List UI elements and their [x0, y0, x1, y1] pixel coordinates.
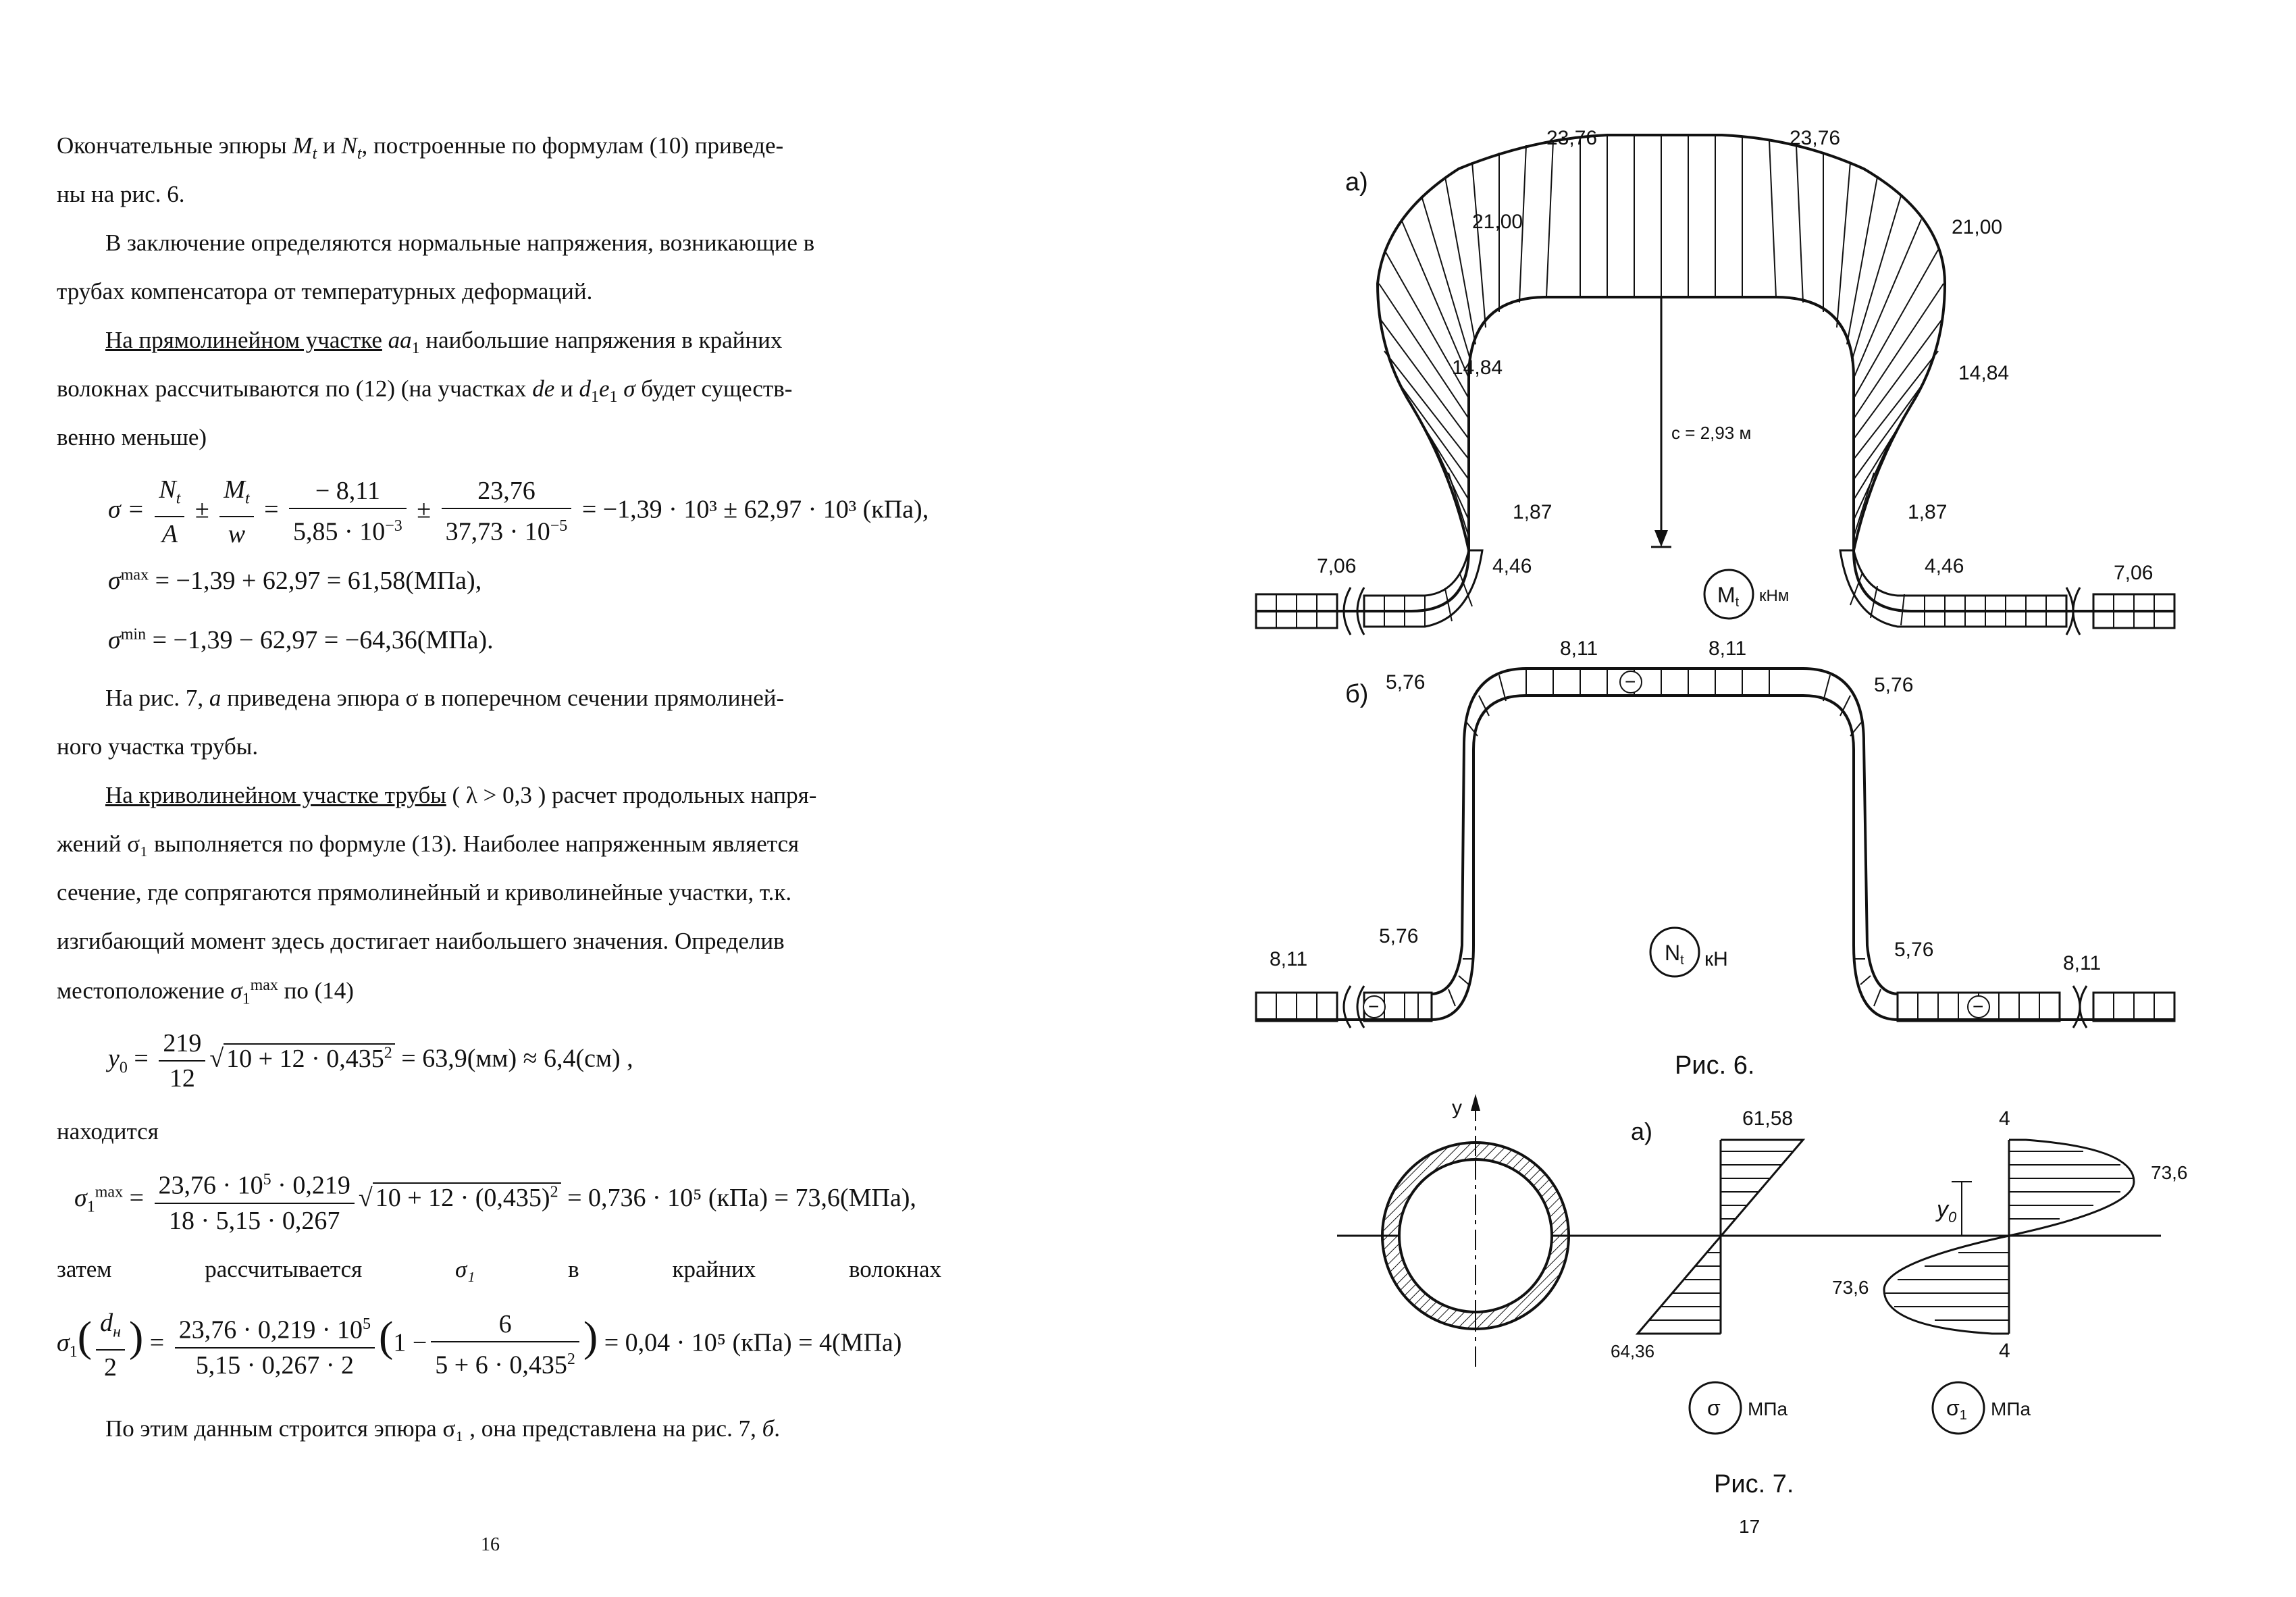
- svg-text:5,76: 5,76: [1874, 674, 1913, 696]
- svg-text:8,11: 8,11: [2063, 952, 2101, 974]
- c-dimension: c = 2,93 м: [1651, 297, 1751, 548]
- y0-label: y0: [1935, 1197, 1957, 1226]
- fig7-y-label: y: [1452, 1097, 1462, 1119]
- nt-unit: кН: [1704, 948, 1728, 970]
- svg-text:8,11: 8,11: [1708, 637, 1746, 660]
- label-a-fig7: а): [1631, 1118, 1652, 1145]
- pipe-cross-section: y: [1381, 1094, 1570, 1371]
- svg-text:61,58: 61,58: [1742, 1107, 1793, 1130]
- svg-text:21,00: 21,00: [1952, 216, 2002, 238]
- label-c: c = 2,93 м: [1671, 423, 1751, 443]
- nt-band: [1431, 667, 1898, 995]
- paragraph-3-line-3: венно меньше): [57, 424, 207, 450]
- svg-text:14,84: 14,84: [1452, 357, 1503, 379]
- mt-envelope: [1376, 134, 1947, 551]
- sigma-unit: МПа: [1748, 1398, 1788, 1419]
- svg-text:7,06: 7,06: [1317, 555, 1356, 577]
- svg-text:4: 4: [1999, 1340, 2010, 1362]
- mt-unit: кНм: [1759, 587, 1789, 605]
- svg-text:1,87: 1,87: [1908, 501, 1947, 523]
- svg-text:σ1: σ1: [1946, 1396, 1967, 1423]
- sigma1-diagram: y0 4 4 73,6 73,6: [1832, 1107, 2188, 1362]
- paragraph-1-line-2: ны на рис. 6.: [57, 181, 185, 207]
- paragraph-3-line-1: На прямолинейном участке aa1 наибольшие …: [105, 327, 783, 357]
- paragraph-5-line-2: жений σ₁ выполняется по формуле (13). На…: [57, 831, 800, 857]
- paragraph-4-line-2: ного участка трубы.: [57, 733, 259, 760]
- mt-badge: [1703, 569, 1754, 620]
- figures: а): [1255, 127, 2188, 1537]
- nt-minus-signs: − − −: [1363, 671, 1990, 1018]
- fig6-caption: Рис. 6.: [1675, 1051, 1754, 1080]
- sigma-diagram: 61,58 64,36: [1611, 1107, 1806, 1361]
- fig7: y а) 61,58 64,36: [1337, 1094, 2188, 1435]
- mt-pipe-axis: [1256, 296, 2174, 612]
- svg-text:23,76: 23,76: [1790, 127, 1840, 149]
- svg-text:5,76: 5,76: [1379, 925, 1418, 947]
- svg-text:1,87: 1,87: [1513, 501, 1552, 523]
- svg-text:Mt: Mt: [1717, 583, 1740, 610]
- svg-text:73,6: 73,6: [1832, 1277, 1869, 1298]
- nt-straight-runs: [1255, 985, 2176, 1028]
- svg-text:−: −: [1973, 996, 1983, 1017]
- diagram-mt: а): [1255, 127, 2176, 635]
- diagram-nt: б): [1255, 637, 2176, 1028]
- svg-text:5,76: 5,76: [1386, 671, 1425, 693]
- paragraph-5-line-3: сечение, где сопрягаются прямолинейный и…: [57, 879, 792, 906]
- formula-sigma-min: σmin = −1,39 − 62,97 = −64,36(МПа).: [108, 625, 494, 654]
- formula-sigma-max: σmax = −1,39 + 62,97 = 61,58(МПа),: [108, 566, 482, 595]
- svg-text:8,11: 8,11: [1560, 637, 1598, 660]
- nt-pipe-axis: [1256, 694, 2174, 1021]
- svg-text:4: 4: [1999, 1107, 2010, 1130]
- word-found: находится: [57, 1118, 159, 1145]
- paragraph-3-line-2: волокнах рассчитываются по (12) (на учас…: [57, 375, 793, 406]
- left-page: Окончательные эпюры Mt и Nt, построенные…: [0, 0, 1033, 1594]
- mt-straight-runs: [1255, 549, 2176, 635]
- right-page: а): [1229, 0, 2296, 1594]
- label-b-fig6: б): [1345, 680, 1368, 708]
- page-number-left: 16: [481, 1534, 500, 1555]
- sigma-badge: [1688, 1381, 1742, 1435]
- paragraph-5-line-5: местоположение σ1max по (14): [57, 976, 354, 1008]
- svg-text:4,46: 4,46: [1492, 555, 1532, 577]
- paragraph-4-line-1: На рис. 7, а приведена эпюра σ в попереч…: [105, 685, 785, 711]
- svg-text:−: −: [1368, 996, 1379, 1017]
- svg-text:23,76: 23,76: [1546, 127, 1597, 149]
- svg-text:−: −: [1625, 671, 1636, 692]
- svg-text:64,36: 64,36: [1611, 1341, 1654, 1361]
- svg-text:73,6: 73,6: [2151, 1162, 2188, 1183]
- paragraph-1-line-1: Окончательные эпюры Mt и Nt, построенные…: [57, 132, 784, 163]
- svg-text:8,11: 8,11: [1270, 948, 1307, 970]
- paragraph-5-line-1: На криволинейном участке трубы ( λ > 0,3…: [105, 782, 817, 808]
- nt-badge: [1649, 926, 1700, 978]
- svg-text:Nt: Nt: [1665, 941, 1684, 968]
- svg-text:4,46: 4,46: [1925, 555, 1964, 577]
- label-a-fig6: а): [1345, 168, 1368, 197]
- sigma1-unit: МПа: [1991, 1398, 2031, 1419]
- paragraph-5-line-4: изгибающий момент здесь достигает наибол…: [57, 928, 785, 954]
- paragraph-6: По этим данным строится эпюра σ₁ , она п…: [105, 1415, 780, 1442]
- svg-text:σ: σ: [1707, 1396, 1721, 1420]
- mt-values: 23,76 23,76 21,00 21,00 14,84 14,84 1,87…: [1317, 127, 2153, 584]
- paragraph-2-line-1: В заключение определяются нормальные нап…: [105, 230, 815, 256]
- mt-hatching: [1378, 135, 1944, 538]
- sigma1-badge: [1931, 1381, 1985, 1435]
- nt-values: 8,11 8,11 5,76 5,76 5,76 5,76 8,11 8,11: [1270, 637, 2101, 974]
- page-number-right: 17: [1739, 1516, 1760, 1537]
- svg-text:5,76: 5,76: [1894, 939, 1933, 961]
- then-line: затем рассчитывается σ₁ в крайних волокн…: [57, 1256, 941, 1282]
- fig7-caption: Рис. 7.: [1714, 1470, 1794, 1498]
- paragraph-2-line-2: трубах компенсатора от температурных деф…: [57, 278, 593, 305]
- svg-text:14,84: 14,84: [1958, 362, 2009, 384]
- svg-text:7,06: 7,06: [2114, 562, 2153, 584]
- svg-text:21,00: 21,00: [1472, 211, 1523, 233]
